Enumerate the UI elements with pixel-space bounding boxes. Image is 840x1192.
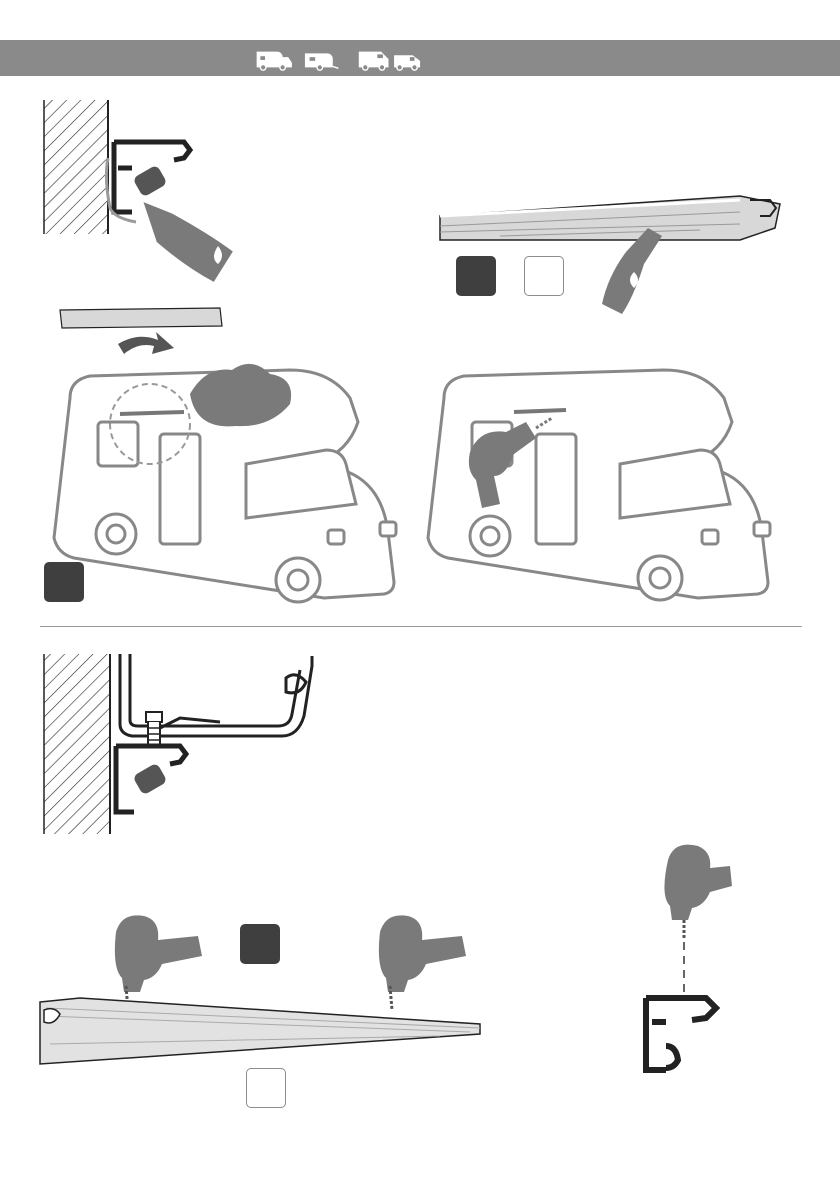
drill-icon: [379, 915, 466, 1010]
adhesive-tube-icon: [144, 202, 233, 282]
motorhome-icon: [257, 52, 292, 71]
vehicle-icons: [248, 46, 438, 72]
caravan-icon: [305, 53, 338, 70]
step-wall-rail-screw: [40, 650, 330, 840]
dark-square-icon: [44, 562, 84, 602]
section-divider: [40, 626, 802, 627]
rail-profile-icon: [646, 998, 716, 1070]
campervan-icon: [359, 52, 389, 71]
arrow-icon: [118, 332, 174, 354]
wall-section-icon: [44, 654, 110, 834]
rail-perspective-icon: [440, 196, 780, 240]
step-drill-profile: [636, 850, 746, 1080]
step-clean-surface: [40, 304, 430, 614]
light-square-icon: [246, 1068, 286, 1108]
wall-section-icon: [44, 100, 108, 234]
rail-perspective-icon: [40, 998, 480, 1064]
screw-icon: [146, 712, 162, 746]
drill-icon: [115, 915, 202, 1010]
light-square-icon: [524, 256, 564, 296]
step-wall-rail-adhesive: [40, 98, 260, 283]
drill-icon: [664, 845, 732, 940]
dark-square-icon: [456, 256, 496, 296]
rail-small-icon: [60, 308, 222, 328]
step-drill-rail: [440, 360, 810, 614]
dark-square-icon: [240, 924, 280, 964]
adhesive-tube-icon: [602, 228, 662, 314]
van-icon: [394, 55, 420, 70]
